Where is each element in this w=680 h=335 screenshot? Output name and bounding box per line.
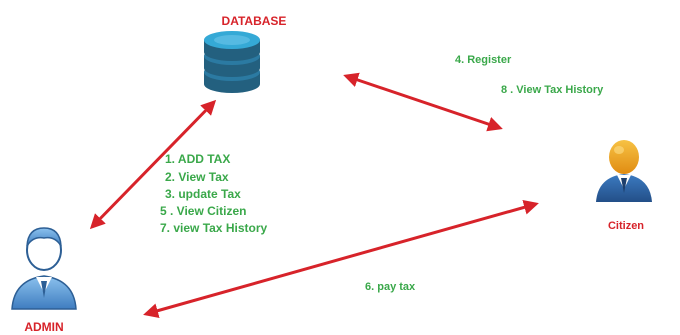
arrow-database-citizen	[343, 72, 503, 132]
admin-label: ADMIN	[24, 320, 63, 334]
action-pay-tax: 6. pay tax	[365, 281, 416, 293]
database-label: DATABASE	[222, 14, 287, 28]
database-icon	[204, 31, 260, 93]
admin-database-actions: 1. ADD TAX 2. View Tax 3. update Tax 5 .…	[160, 152, 267, 235]
citizen-label: Citizen	[608, 220, 644, 232]
action-register: 4. Register	[455, 54, 512, 66]
action-add-tax: 1. ADD TAX	[165, 152, 230, 166]
action-view-tax-history-citizen: 8 . View Tax History	[501, 84, 604, 96]
citizen-user-icon	[596, 140, 652, 202]
admin-user-icon	[11, 227, 77, 310]
action-update-tax: 3. update Tax	[165, 187, 241, 201]
action-view-tax: 2. View Tax	[165, 170, 229, 184]
citizen-database-actions: 4. Register 8 . View Tax History	[455, 54, 604, 96]
action-view-tax-history-admin: 7. view Tax History	[160, 221, 267, 235]
database-node: DATABASE	[204, 14, 286, 93]
citizen-node: Citizen	[596, 140, 652, 232]
arrow-admin-database	[89, 99, 217, 230]
action-view-citizen: 5 . View Citizen	[160, 204, 246, 218]
arrow-admin-citizen	[143, 200, 539, 318]
admin-node: ADMIN	[11, 227, 77, 334]
